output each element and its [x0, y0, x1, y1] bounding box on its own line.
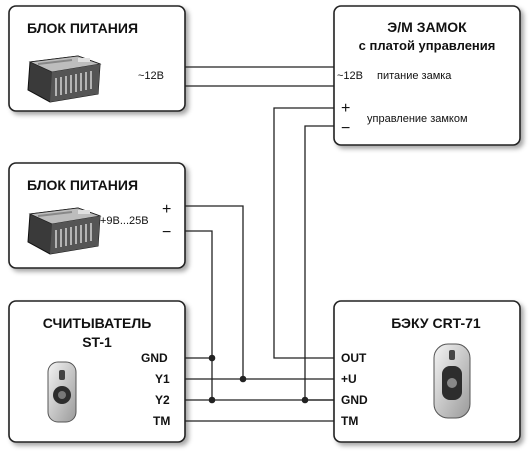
lock-box — [333, 5, 521, 146]
lock-subtitle: с платой управления — [359, 38, 496, 53]
reader-title: СЧИТЫВАТЕЛЬ — [43, 315, 152, 331]
junction-dot — [239, 375, 247, 383]
psu2-voltage-range: +9В...25В — [100, 215, 149, 227]
junction-dot — [208, 396, 216, 404]
psu2-minus: − — [162, 224, 171, 241]
reader-device-icon — [47, 361, 77, 423]
psu2-title: БЛОК ПИТАНИЯ — [27, 177, 138, 193]
lock-supply-desc: питание замка — [377, 70, 452, 82]
controller-pin-gnd: GND — [341, 393, 368, 407]
controller-pin-out: OUT — [341, 351, 367, 365]
controller-box — [333, 300, 521, 443]
wires — [185, 66, 334, 422]
reader-pin-tm: TM — [153, 414, 170, 428]
lock-control-desc: управление замком — [367, 113, 468, 125]
power-supply-icon — [27, 55, 102, 103]
junction-dot — [301, 396, 309, 404]
psu1-title: БЛОК ПИТАНИЯ — [27, 20, 138, 36]
controller-title: БЭКУ CRT-71 — [391, 315, 481, 331]
power-supply-icon — [27, 207, 102, 255]
reader-model: ST-1 — [82, 334, 112, 350]
controller-device-icon — [433, 343, 471, 419]
junctions — [208, 354, 309, 404]
psu1-output-label: ~12В — [138, 70, 164, 82]
controller-pin-plus-u: +U — [341, 372, 357, 386]
reader-pin-y1: Y1 — [155, 372, 170, 386]
controller-pin-tm: TM — [341, 414, 358, 428]
lock-supply-pin: ~12В — [337, 70, 363, 82]
reader-pin-y2: Y2 — [155, 393, 170, 407]
wire-psu2-plus — [185, 205, 334, 380]
junction-dot — [208, 354, 216, 362]
wire-psu2-minus — [185, 230, 213, 400]
psu2-plus: + — [162, 201, 171, 218]
lock-plus: + — [341, 100, 350, 117]
wire-lock-minus — [304, 125, 334, 401]
reader-pin-gnd: GND — [141, 351, 168, 365]
wire-lock-plus — [273, 107, 334, 359]
lock-title: Э/М ЗАМОК — [387, 19, 467, 35]
lock-minus: − — [341, 120, 350, 137]
